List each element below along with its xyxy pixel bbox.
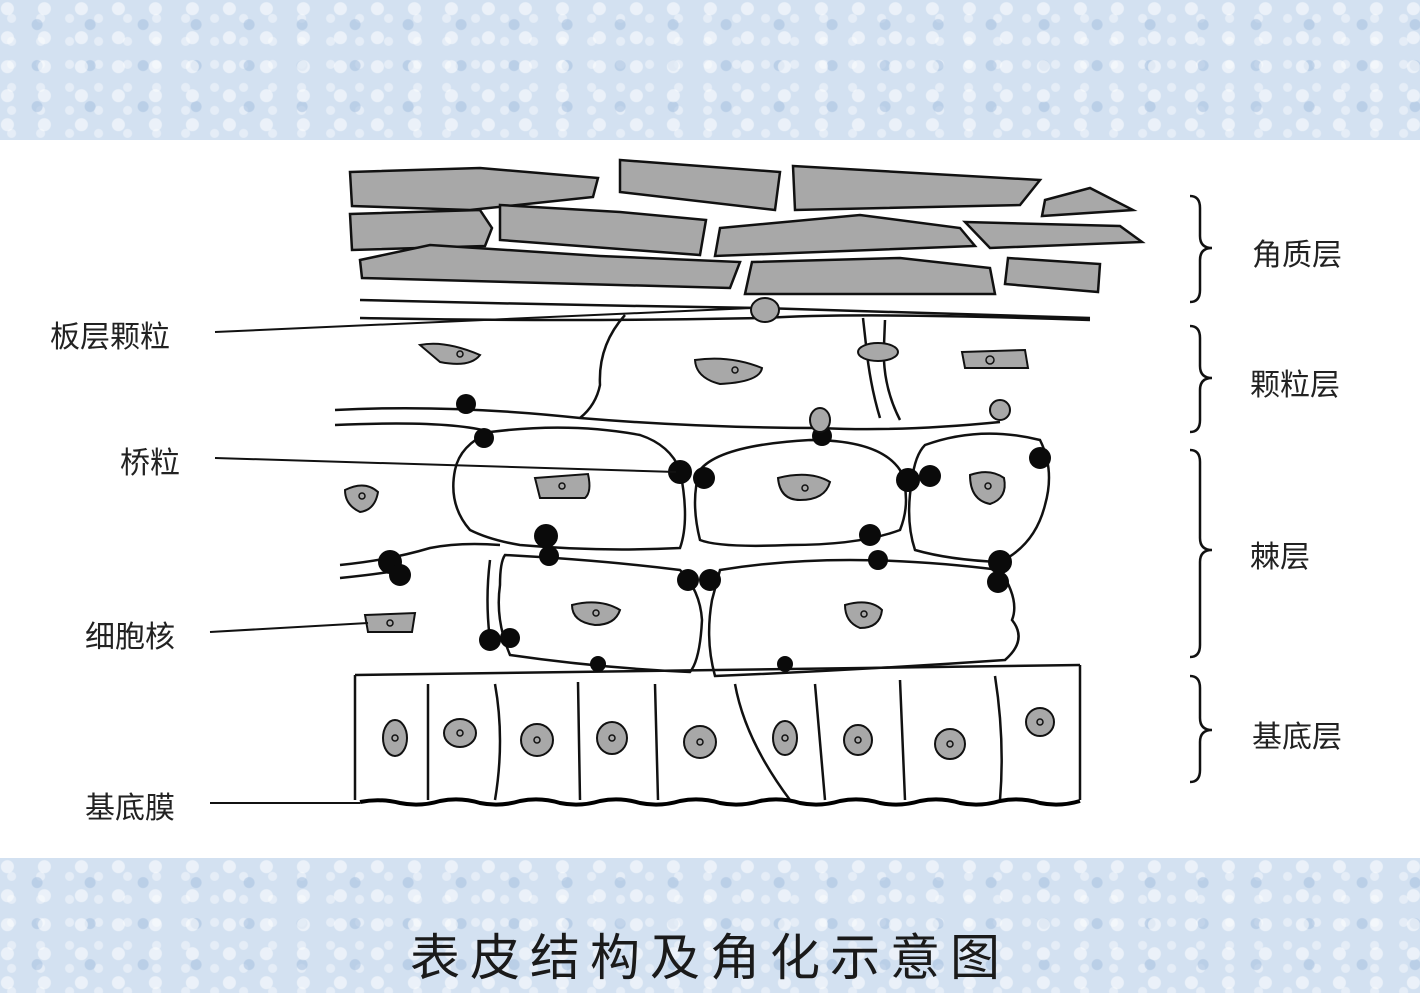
desmosome bbox=[699, 569, 721, 591]
corneocyte bbox=[965, 222, 1142, 248]
basement-membrane-line bbox=[360, 799, 1080, 804]
nucleus bbox=[597, 722, 627, 754]
desmosome bbox=[534, 524, 558, 548]
desmosome bbox=[677, 569, 699, 591]
corneocyte bbox=[1005, 258, 1100, 292]
lamellar-granule bbox=[751, 298, 779, 322]
nucleus bbox=[962, 350, 1028, 368]
nucleus bbox=[1026, 708, 1054, 736]
desmosome bbox=[456, 394, 476, 414]
label-stratum-basale: 基底层 bbox=[1252, 712, 1342, 756]
label-nucleus: 细胞核 bbox=[85, 612, 175, 656]
desmosome bbox=[777, 656, 793, 672]
label-stratum-corneum: 角质层 bbox=[1252, 230, 1342, 274]
desmosome bbox=[479, 629, 501, 651]
leader-line-nucleus bbox=[210, 623, 368, 632]
desmosome bbox=[988, 550, 1012, 574]
label-stratum-granulosum: 颗粒层 bbox=[1250, 360, 1340, 404]
nucleus bbox=[970, 472, 1005, 504]
label-desmosome: 桥粒 bbox=[120, 438, 180, 482]
desmosome bbox=[868, 550, 888, 570]
nucleus bbox=[365, 613, 415, 632]
corneocyte bbox=[745, 258, 995, 294]
desmosome bbox=[987, 571, 1009, 593]
nucleus bbox=[773, 721, 797, 755]
desmosome bbox=[919, 465, 941, 487]
spinous-basal-nuclei bbox=[345, 472, 1054, 759]
nucleus bbox=[844, 725, 872, 755]
corneocyte bbox=[793, 166, 1040, 210]
desmosome bbox=[1029, 447, 1051, 469]
desmosome bbox=[389, 564, 411, 586]
label-basement-membrane: 基底膜 bbox=[85, 783, 175, 827]
nucleus bbox=[684, 726, 716, 758]
lamellar-granule bbox=[990, 400, 1010, 420]
figure-caption: 表皮结构及角化示意图 bbox=[0, 918, 1420, 990]
desmosome bbox=[474, 428, 494, 448]
nucleus bbox=[420, 344, 480, 364]
nucleus bbox=[778, 475, 830, 500]
label-lamellar-granule: 板层颗粒 bbox=[50, 312, 170, 356]
layer-brackets bbox=[1190, 196, 1212, 782]
stratum-corneum-cells bbox=[350, 160, 1142, 294]
corneocyte bbox=[350, 168, 598, 210]
corneocyte bbox=[500, 205, 706, 255]
nucleus bbox=[845, 602, 882, 628]
bracket-stratum-spinosum bbox=[1190, 450, 1212, 657]
nucleus bbox=[444, 719, 476, 747]
bracket-stratum-corneum bbox=[1190, 196, 1212, 302]
nucleus bbox=[535, 474, 589, 498]
nucleus bbox=[572, 602, 620, 625]
desmosome bbox=[859, 524, 881, 546]
desmosome bbox=[896, 468, 920, 492]
corneocyte bbox=[350, 210, 492, 250]
bracket-stratum-granulosum bbox=[1190, 326, 1212, 432]
leader-line-desmosome bbox=[215, 458, 676, 472]
nucleus bbox=[935, 729, 965, 759]
corneocyte bbox=[715, 215, 975, 256]
leader-lines bbox=[210, 308, 752, 803]
label-stratum-spinosum: 棘层 bbox=[1250, 532, 1310, 576]
nucleus bbox=[695, 359, 762, 384]
desmosome bbox=[539, 546, 559, 566]
granular-cell-nuclei bbox=[420, 344, 1028, 384]
desmosome bbox=[590, 656, 606, 672]
desmosome bbox=[500, 628, 520, 648]
nucleus bbox=[521, 724, 553, 756]
lamellar-granule bbox=[858, 343, 898, 361]
bracket-stratum-basale bbox=[1190, 676, 1212, 782]
lamellar-granule bbox=[810, 408, 830, 432]
corneocyte bbox=[620, 160, 780, 210]
desmosome bbox=[693, 467, 715, 489]
corneocyte bbox=[1042, 188, 1133, 216]
nucleus bbox=[383, 720, 407, 756]
